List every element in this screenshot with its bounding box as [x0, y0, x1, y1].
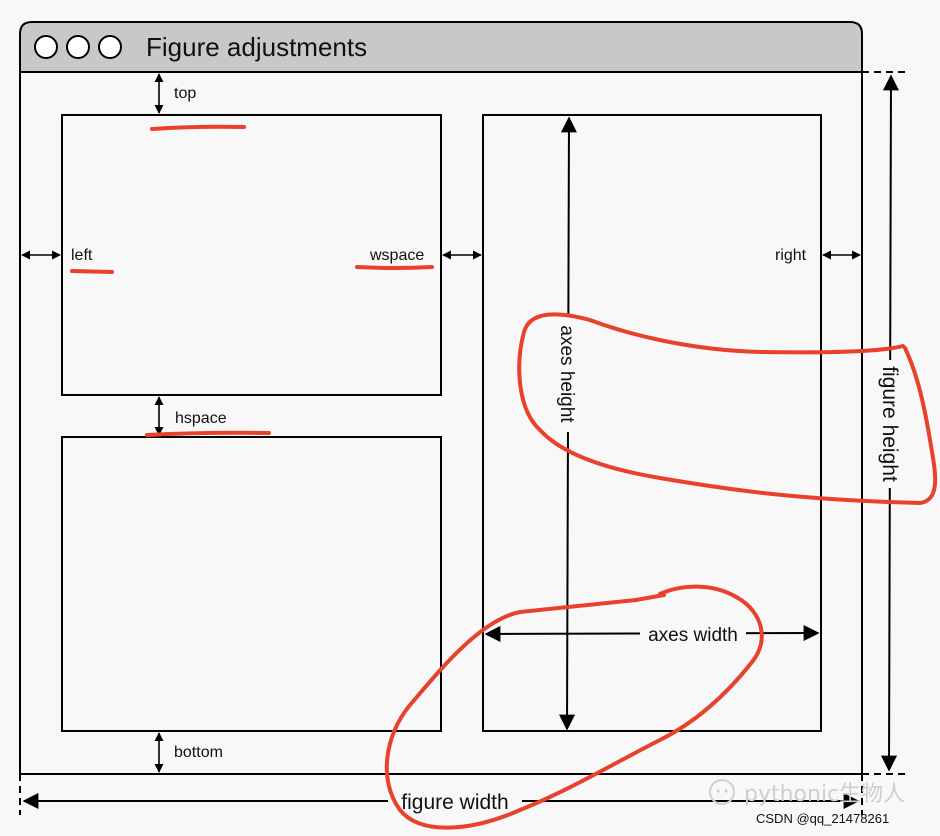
hspace-label: hspace: [175, 410, 227, 427]
axes-width-label-bg: [640, 620, 746, 646]
axes-bottom-left: [61, 436, 442, 732]
figure-height-label: figure height: [878, 366, 901, 482]
window-button-1[interactable]: [34, 35, 58, 59]
underline-top: [150, 124, 246, 131]
underline-left: [70, 269, 114, 274]
watermark: pythonic生物人 CSDN @qq_21478261: [709, 779, 905, 826]
axes-top-left: [61, 114, 442, 396]
figure-width-label-bg: [388, 786, 522, 816]
window-titlebar[interactable]: [19, 21, 863, 73]
left-label: left: [71, 247, 93, 264]
bottom-label: bottom: [174, 744, 223, 761]
axes-width-label: axes width: [648, 625, 738, 646]
circle-axes-width: [384, 584, 764, 830]
figure-height-label-bg: [876, 360, 904, 488]
axes-height-label: axes height: [556, 325, 577, 423]
axes-height-label-bg: [556, 316, 582, 432]
watermark-brand: pythonic生物人: [744, 782, 905, 807]
axes-right: [482, 114, 822, 732]
wechat-icon: [709, 779, 735, 805]
red-annotations: [70, 124, 938, 830]
circle-axes-width-tick: [634, 593, 666, 602]
window-title: Figure adjustments: [146, 32, 367, 62]
window-button-3[interactable]: [98, 35, 122, 59]
underline-wspace: [355, 265, 434, 270]
wspace-label: wspace: [369, 247, 424, 264]
window-button-2[interactable]: [66, 35, 90, 59]
right-label: right: [775, 247, 807, 264]
watermark-credit: CSDN @qq_21478261: [756, 811, 889, 826]
circle-axes-height: [517, 312, 938, 505]
underline-hspace: [145, 430, 271, 437]
figure-width-label: figure width: [401, 791, 508, 814]
top-label: top: [174, 85, 196, 102]
